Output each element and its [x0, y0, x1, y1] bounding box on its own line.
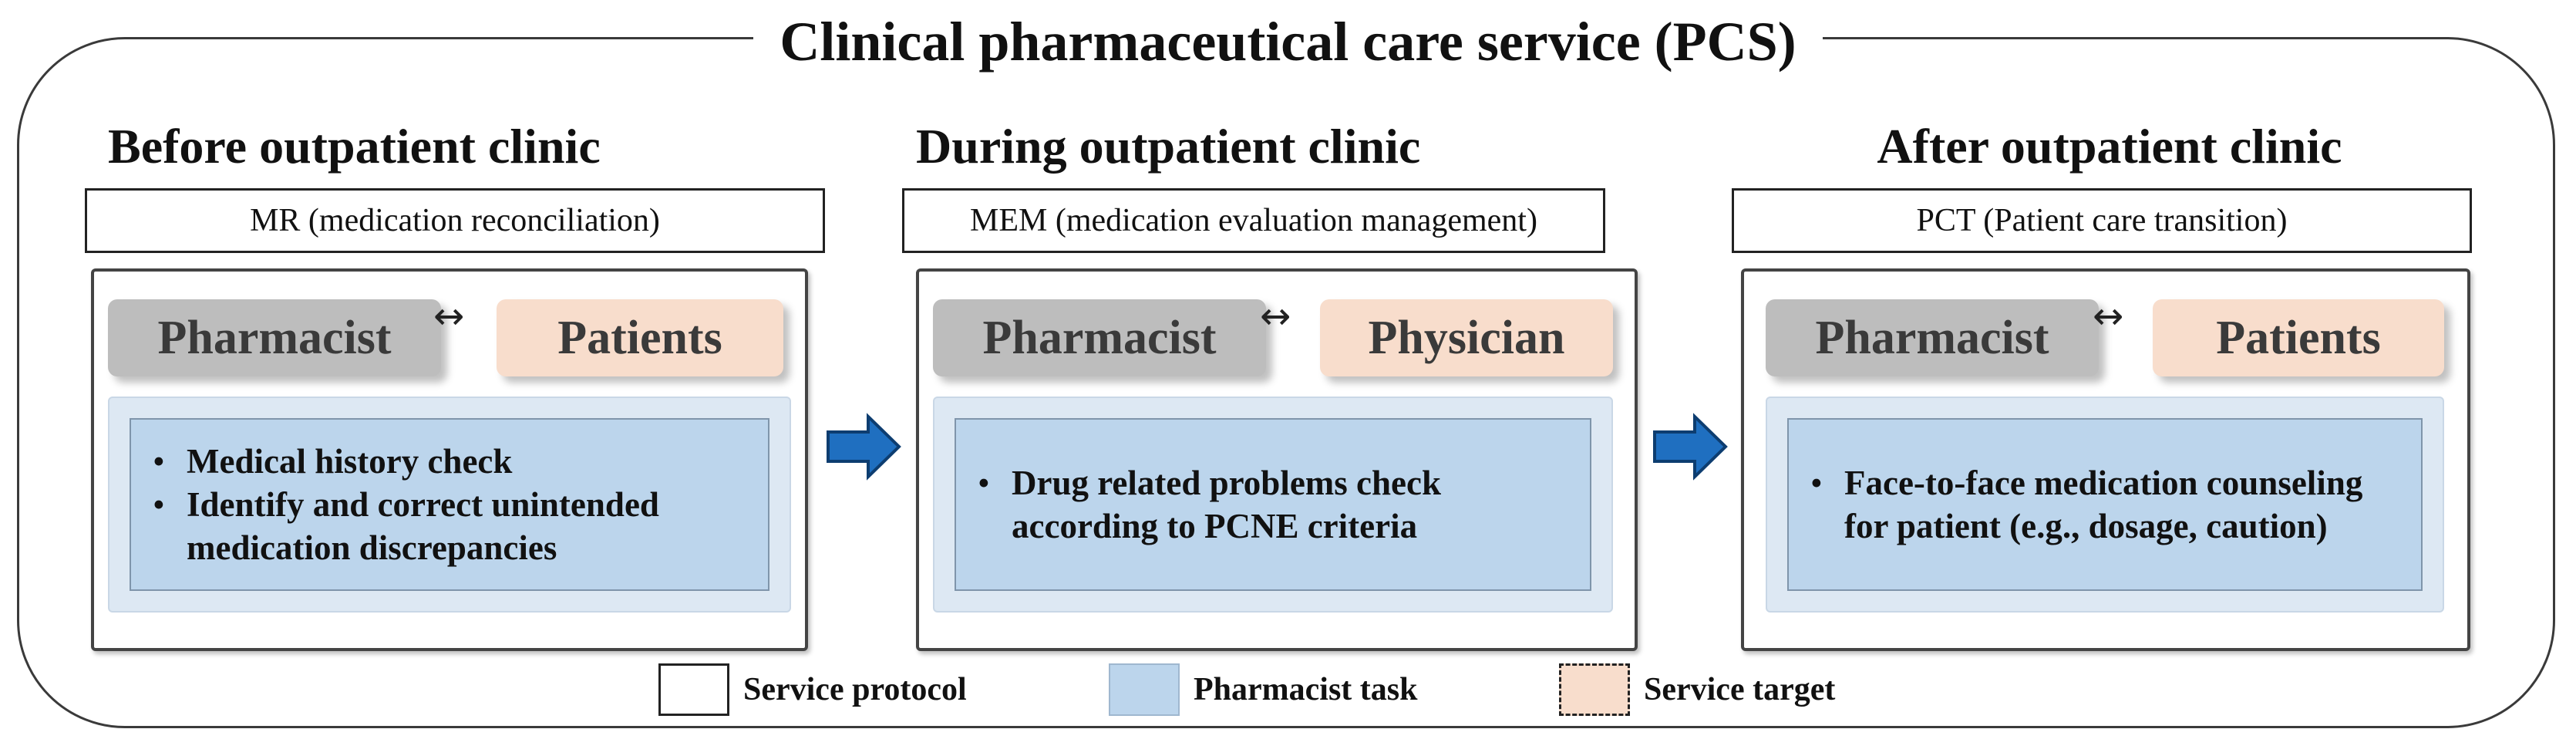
role-target: Physician: [1320, 299, 1613, 376]
task-list: Medical history check Identify and corre…: [145, 420, 754, 589]
legend-label: Service protocol: [743, 672, 967, 707]
bidirectional-arrow-icon: ↔: [2093, 295, 2124, 338]
role-target: Patients: [497, 299, 783, 376]
protocol-box: MR (medication reconciliation): [85, 188, 825, 253]
pharmacist-task-area: Drug related problems check according to…: [933, 397, 1613, 613]
bidirectional-arrow-icon: ↔: [1260, 295, 1291, 338]
diagram-title: Clinical pharmaceutical care service (PC…: [0, 5, 2576, 79]
pharmacist-task-box: Face-to-face medication counseling for p…: [1787, 418, 2423, 591]
stage-panel: Pharmacist ↔ Patients Medical history ch…: [91, 268, 808, 651]
legend-swatch: [1109, 663, 1180, 716]
stage-title: During outpatient clinic: [916, 119, 1421, 174]
task-list: Drug related problems check according to…: [970, 420, 1576, 589]
role-pharmacist: Pharmacist: [933, 299, 1266, 376]
pharmacist-task-area: Face-to-face medication counseling for p…: [1766, 397, 2444, 613]
protocol-box: MEM (medication evaluation management): [902, 188, 1605, 253]
role-pharmacist: Pharmacist: [108, 299, 441, 376]
task-item: Medical history check: [145, 440, 754, 483]
task-item: Drug related problems check according to…: [970, 461, 1576, 548]
pharmacist-task-box: Drug related problems check according to…: [955, 418, 1591, 591]
role-pharmacist: Pharmacist: [1766, 299, 2099, 376]
bidirectional-arrow-icon: ↔: [433, 295, 465, 338]
stage-title: Before outpatient clinic: [108, 119, 601, 174]
task-list: Face-to-face medication counseling for p…: [1803, 420, 2407, 589]
stage-panel: Pharmacist ↔ Physician Drug related prob…: [916, 268, 1638, 651]
task-item: Face-to-face medication counseling for p…: [1803, 461, 2407, 548]
legend-swatch: [1559, 663, 1630, 716]
legend-label: Service target: [1644, 672, 1836, 707]
pharmacist-task-area: Medical history check Identify and corre…: [108, 397, 791, 613]
legend-label: Pharmacist task: [1194, 672, 1418, 707]
task-item: Identify and correct unintended medicati…: [145, 483, 754, 569]
flow-arrow-icon: [1653, 413, 1728, 481]
stage-title: After outpatient clinic: [1877, 119, 2342, 174]
stage-panel: Pharmacist ↔ Patients Face-to-face medic…: [1741, 268, 2470, 651]
legend-swatch: [658, 663, 729, 716]
protocol-box: PCT (Patient care transition): [1732, 188, 2472, 253]
flow-arrow-icon: [827, 413, 901, 481]
role-target: Patients: [2153, 299, 2444, 376]
pharmacist-task-box: Medical history check Identify and corre…: [130, 418, 769, 591]
